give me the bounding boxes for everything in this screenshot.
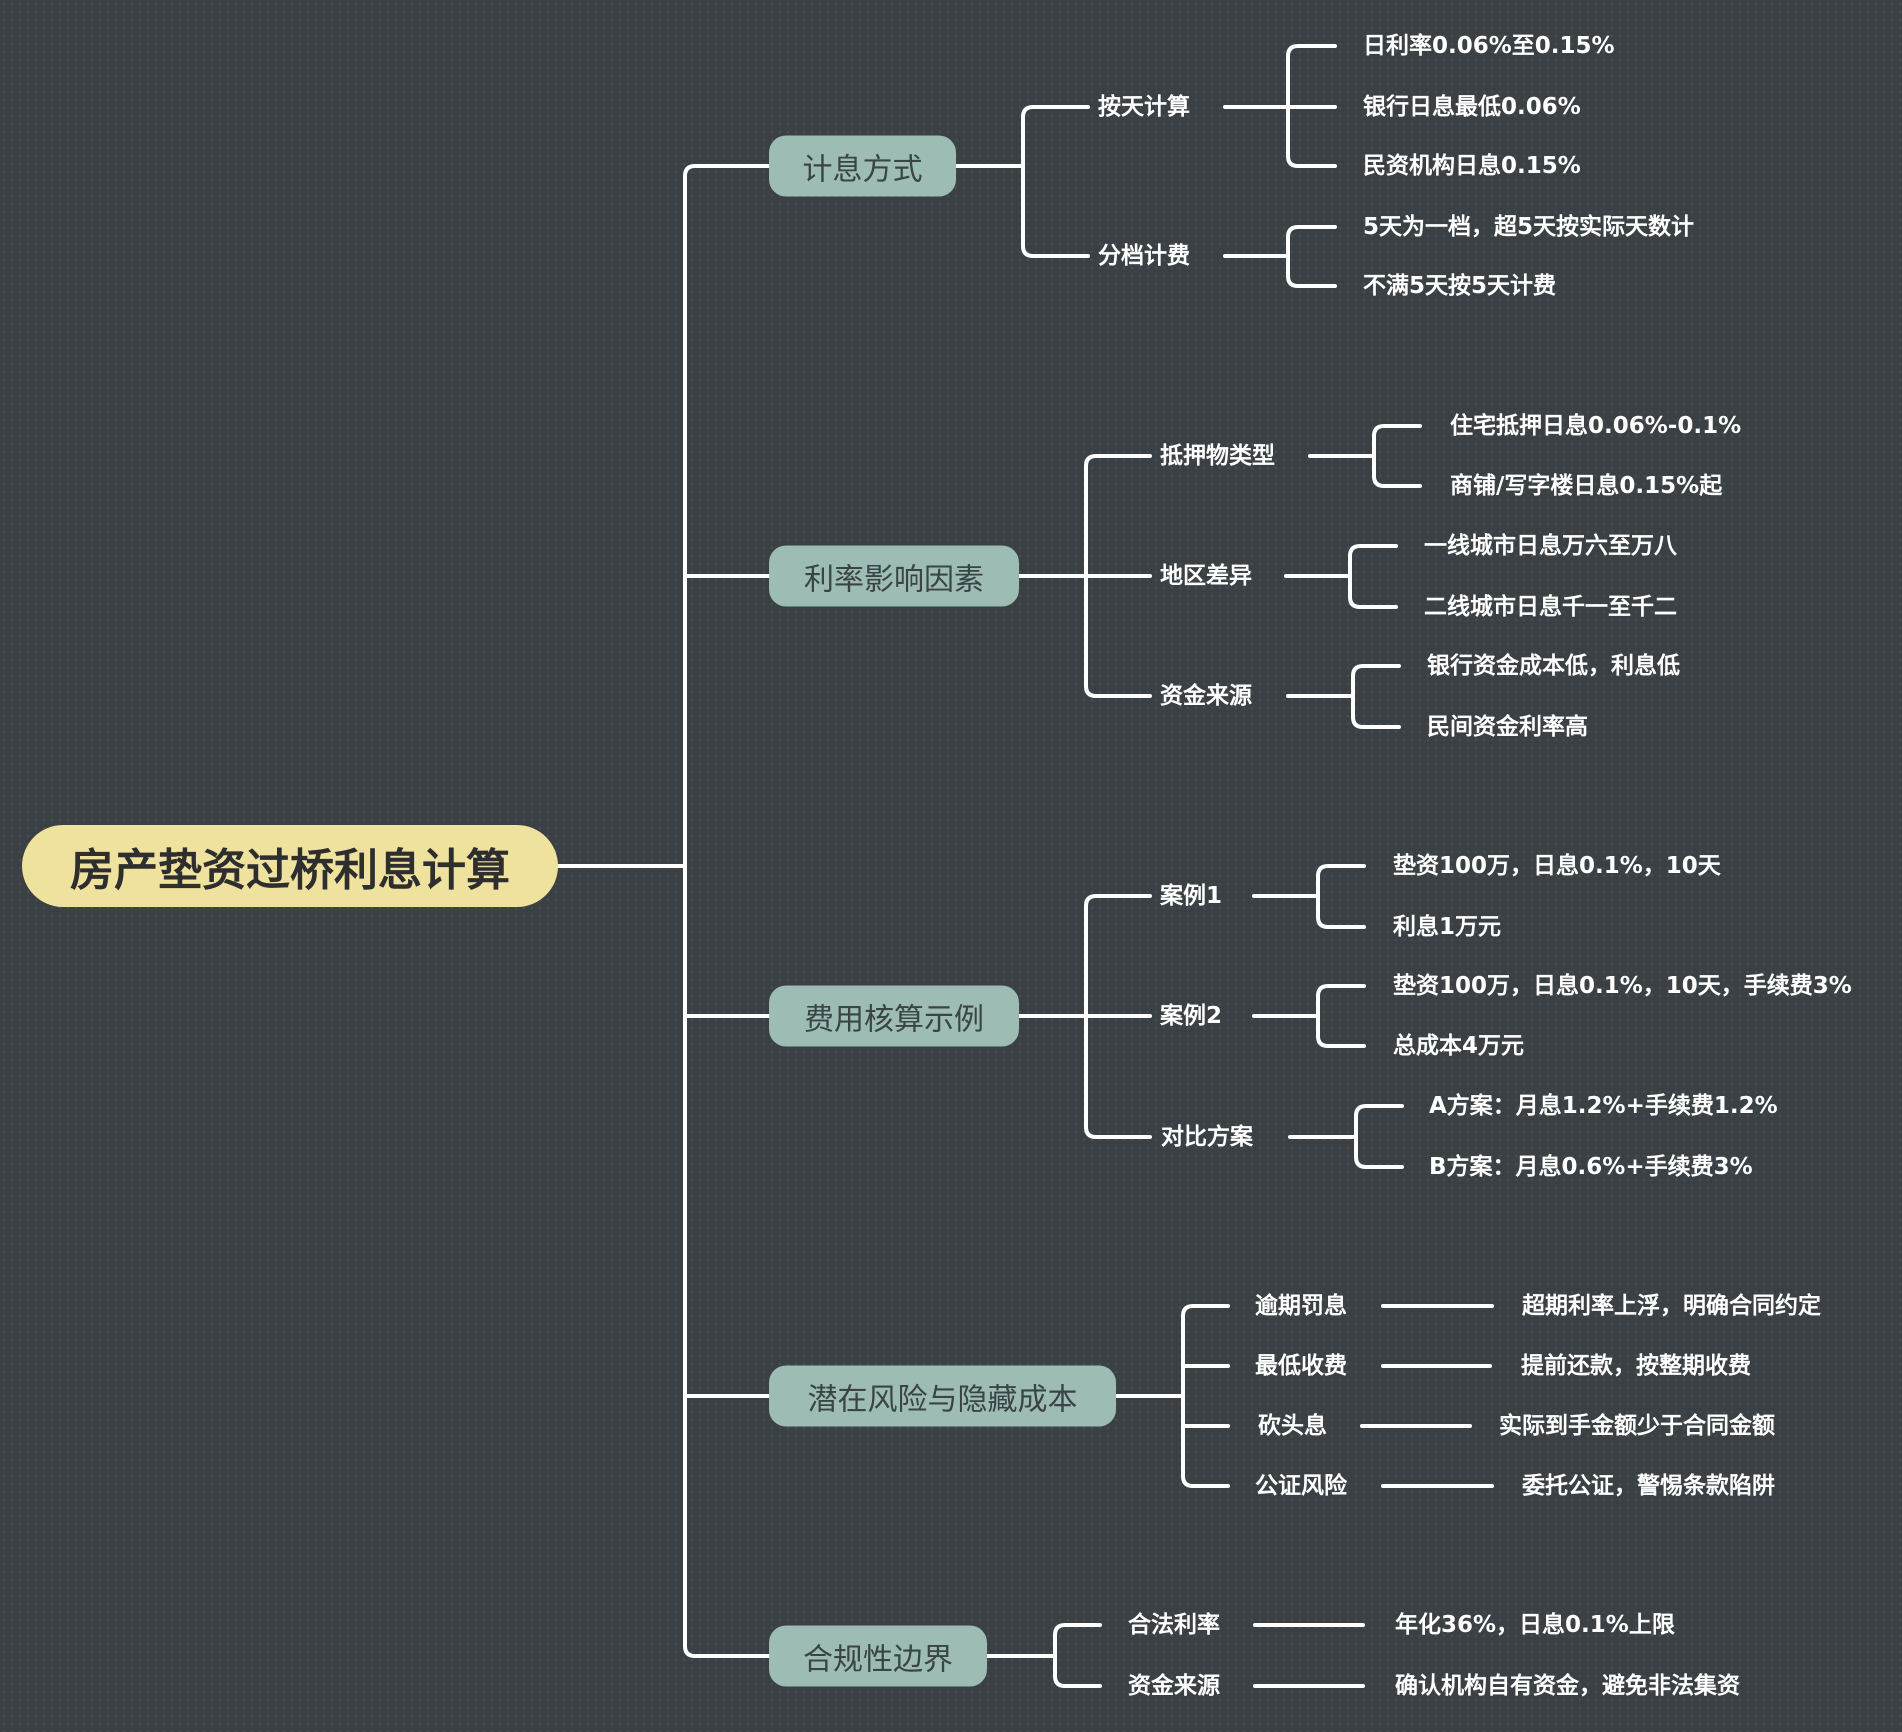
subtopic-notary-risk: 公证风险 bbox=[1255, 1473, 1347, 1499]
leaf-node: 5天为一档，超5天按实际天数计 bbox=[1363, 214, 1695, 240]
leaf-node: 住宅抵押日息0.06%-0.1% bbox=[1450, 413, 1742, 439]
leaf-node: 不满5天按5天计费 bbox=[1363, 273, 1557, 299]
connector-b2c2-bracket bbox=[1348, 544, 1398, 609]
leaf-node: 民资机构日息0.15% bbox=[1363, 153, 1581, 179]
subtopic-daily-calc: 按天计算 bbox=[1098, 94, 1190, 120]
topic-rate-factors: 利率影响因素 bbox=[769, 545, 1019, 607]
leaf-node: 银行日息最低0.06% bbox=[1363, 94, 1581, 120]
subtopic-upfront-deduction: 砍头息 bbox=[1258, 1413, 1327, 1439]
connector-b3-bracket bbox=[1084, 894, 1152, 1139]
leaf-node: 提前还款，按整期收费 bbox=[1521, 1353, 1751, 1379]
subtopic-case-1: 案例1 bbox=[1160, 883, 1223, 909]
leaf-node: B方案：月息0.6%+手续费3% bbox=[1429, 1154, 1753, 1180]
subtopic-minimum-fee: 最低收费 bbox=[1255, 1353, 1347, 1379]
leaf-node: 一线城市日息万六至万八 bbox=[1424, 533, 1677, 559]
leaf-node: A方案：月息1.2%+手续费1.2% bbox=[1429, 1093, 1778, 1119]
leaf-node: 垫资100万，日息0.1%，10天，手续费3% bbox=[1393, 973, 1852, 999]
connector-b1-bracket bbox=[1021, 105, 1090, 258]
subtopic-fund-source-compliance: 资金来源 bbox=[1128, 1673, 1220, 1699]
leaf-node: 日利率0.06%至0.15% bbox=[1363, 33, 1615, 59]
subtopic-fund-source: 资金来源 bbox=[1160, 683, 1252, 709]
connector-b3c2-bracket bbox=[1316, 984, 1366, 1048]
leaf-node: 二线城市日息千一至千二 bbox=[1424, 594, 1677, 620]
leaf-node: 商铺/写字楼日息0.15%起 bbox=[1450, 473, 1723, 499]
topic-interest-method: 计息方式 bbox=[769, 135, 956, 197]
connector-b3c1-bracket bbox=[1316, 864, 1366, 929]
subtopic-comparison: 对比方案 bbox=[1161, 1124, 1253, 1150]
leaf-node: 实际到手金额少于合同金额 bbox=[1499, 1413, 1775, 1439]
connector-b1c1-bracket bbox=[1286, 44, 1337, 168]
leaf-node: 委托公证，警惕条款陷阱 bbox=[1522, 1473, 1775, 1499]
subtopic-legal-rate: 合法利率 bbox=[1128, 1612, 1220, 1638]
connector-trunk bbox=[683, 164, 771, 1658]
topic-cost-examples: 费用核算示例 bbox=[769, 985, 1019, 1047]
leaf-node: 垫资100万，日息0.1%，10天 bbox=[1393, 853, 1721, 879]
connector-b2-bracket bbox=[1084, 454, 1152, 698]
subtopic-case-2: 案例2 bbox=[1160, 1003, 1223, 1029]
subtopic-overdue-penalty: 逾期罚息 bbox=[1255, 1293, 1347, 1319]
topic-risks-hidden-costs: 潜在风险与隐藏成本 bbox=[769, 1365, 1116, 1427]
leaf-node: 银行资金成本低，利息低 bbox=[1427, 653, 1680, 679]
leaf-node: 确认机构自有资金，避免非法集资 bbox=[1395, 1673, 1740, 1699]
leaf-node: 利息1万元 bbox=[1393, 914, 1502, 940]
topic-compliance: 合规性边界 bbox=[769, 1625, 987, 1687]
subtopic-collateral-type: 抵押物类型 bbox=[1160, 443, 1275, 469]
connector-b2c1-bracket bbox=[1372, 424, 1422, 488]
connector-b2c3-bracket bbox=[1351, 664, 1401, 729]
root-topic: 房产垫资过桥利息计算 bbox=[22, 825, 558, 907]
connector-b4-bracket bbox=[1181, 1304, 1230, 1488]
subtopic-regional-difference: 地区差异 bbox=[1160, 563, 1252, 589]
connector-b1c2-bracket bbox=[1286, 225, 1337, 288]
leaf-node: 总成本4万元 bbox=[1393, 1033, 1525, 1059]
leaf-node: 民间资金利率高 bbox=[1427, 714, 1588, 740]
leaf-node: 超期利率上浮，明确合同约定 bbox=[1522, 1293, 1821, 1319]
leaf-node: 年化36%，日息0.1%上限 bbox=[1395, 1612, 1675, 1638]
connector-b3c3-bracket bbox=[1354, 1104, 1404, 1169]
subtopic-tiered-fee: 分档计费 bbox=[1098, 243, 1190, 269]
connector-b5-bracket bbox=[1053, 1623, 1102, 1688]
